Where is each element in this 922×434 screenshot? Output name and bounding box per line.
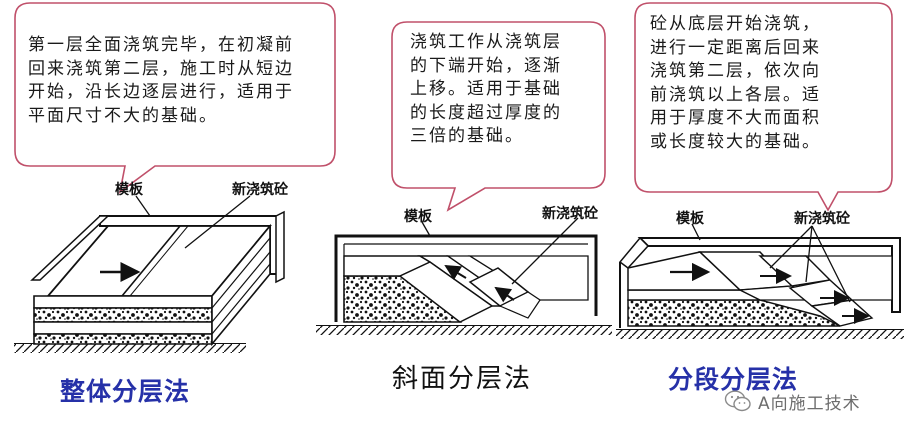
formwork-label-segment: 模板 bbox=[676, 211, 704, 227]
formwork-label-slope: 模板 bbox=[404, 209, 432, 225]
pour-direction-arrow-lower bbox=[494, 286, 515, 303]
new-concrete-label-slope: 新浇筑砼 bbox=[542, 206, 598, 222]
caption-overall-layering: 整体分层法 bbox=[60, 377, 191, 406]
callout-text-segment: 砼从底层开始浇筑， 进行一定距离后回来 浇筑第二层，依次向 前浇筑以上各层。适 … bbox=[650, 14, 821, 152]
callout-bubble-slope bbox=[391, 21, 606, 212]
watermark-text: A向施工技术 bbox=[758, 393, 861, 414]
new-concrete-label-overall: 新浇筑砼 bbox=[232, 182, 288, 198]
diagram-overall-layering bbox=[14, 195, 285, 353]
formwork-label-overall: 模板 bbox=[115, 182, 143, 198]
watermark: A向施工技术 bbox=[724, 386, 861, 416]
callout-bubble-segment bbox=[634, 2, 893, 212]
callout-text-slope: 浇筑工作从浇筑层 的下端开始，逐渐 上移。适用于基础 的长度超过厚度的 三倍的基… bbox=[410, 32, 562, 146]
caption-slope-layering: 斜面分层法 bbox=[392, 364, 533, 394]
callout-text-overall: 第一层全面浇筑完毕，在初凝前 回来浇筑第二层，施工时从短边 开始，沿长边逐层进行… bbox=[28, 35, 294, 126]
caption-segment-layering: 分段分层法 bbox=[668, 365, 799, 394]
pour-direction-arrow-upper bbox=[444, 264, 467, 281]
wechat-icon bbox=[724, 390, 751, 412]
diagram-slope-layering bbox=[316, 217, 612, 335]
callout-bubble-overall bbox=[14, 2, 336, 194]
new-concrete-label-segment: 新浇筑砼 bbox=[794, 211, 850, 227]
diagram-segment-layering bbox=[616, 223, 904, 339]
